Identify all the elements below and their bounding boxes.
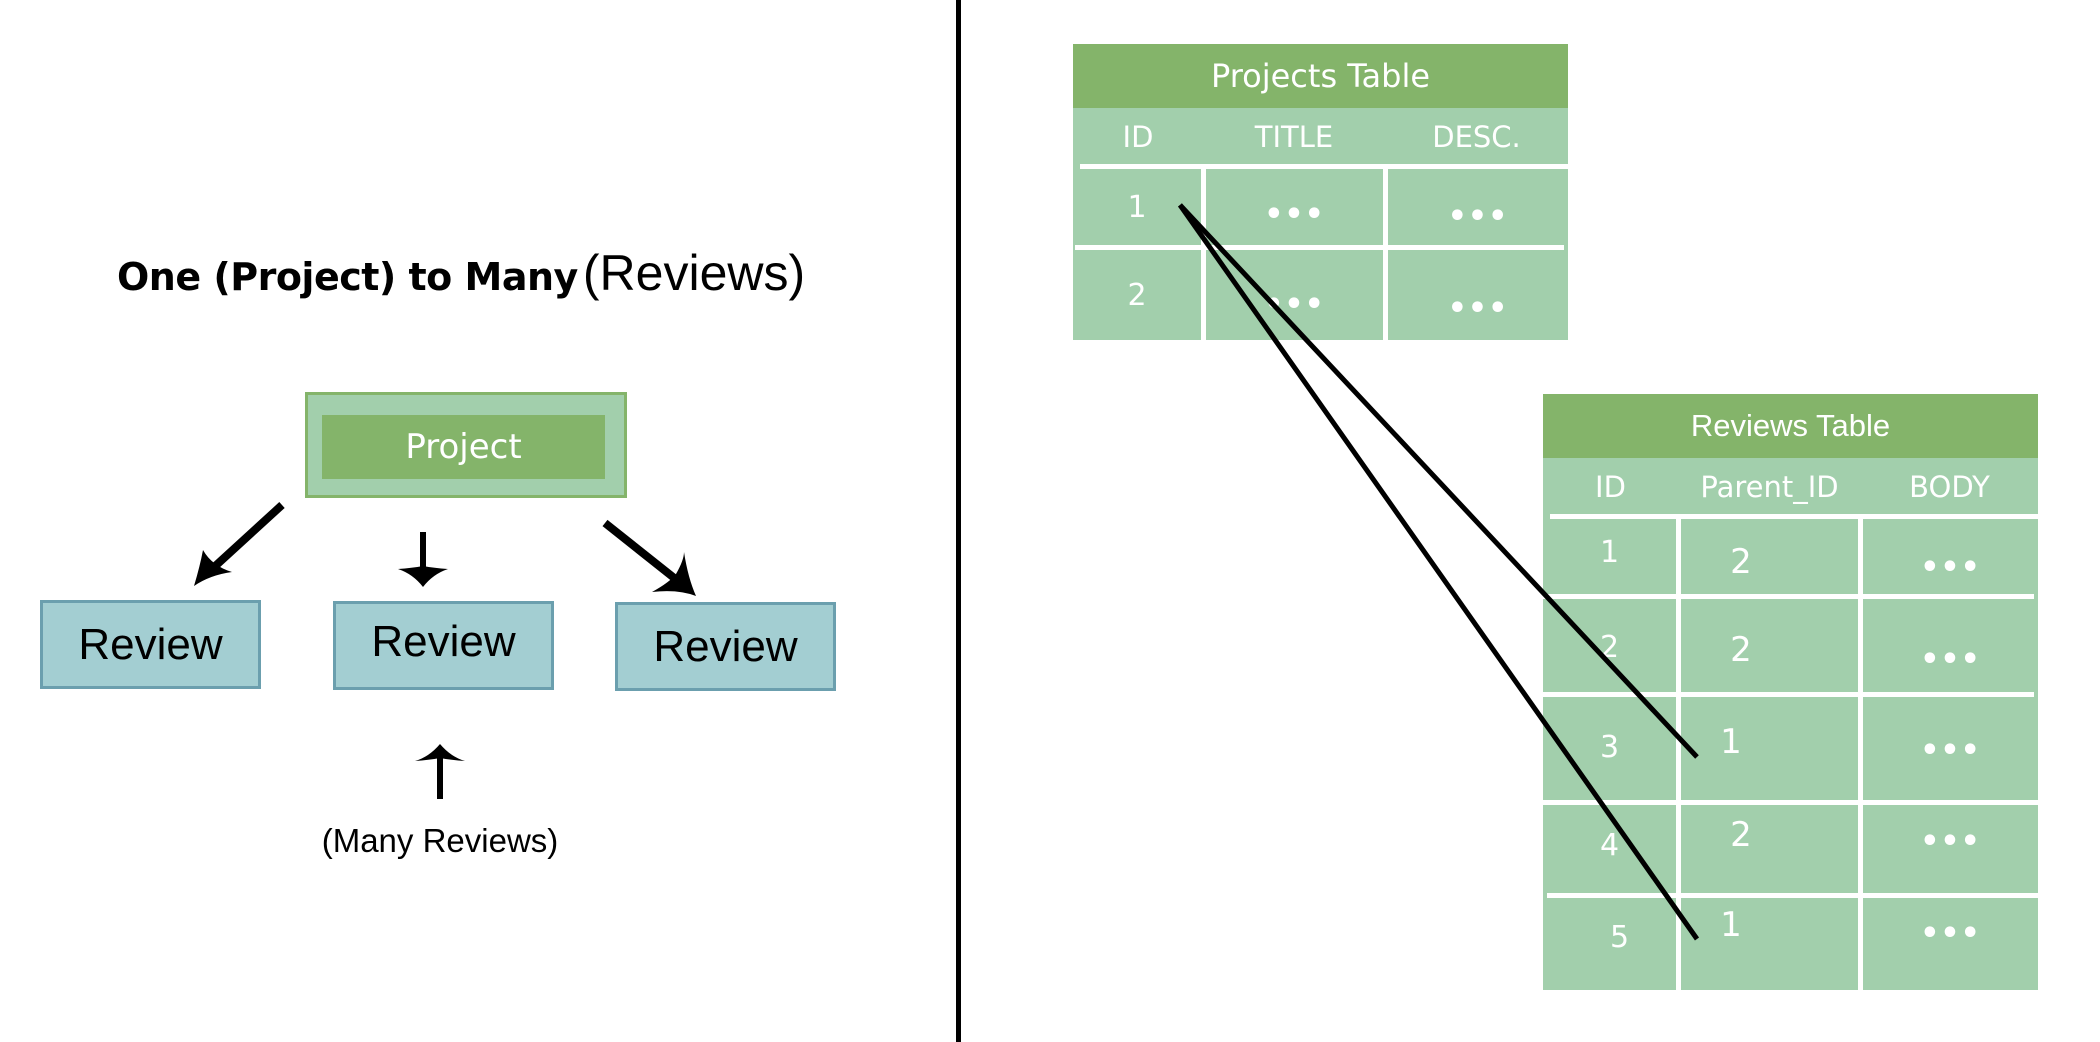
reviews-row-3-parent-id: 1 [1720,722,1742,762]
projects-row-2-desc: ••• [1447,290,1509,326]
panel-divider [956,0,961,1042]
arrow-to-review-1-icon [194,502,285,586]
grid-line [1543,594,2034,599]
arrow-to-review-2-icon [398,532,448,587]
many-reviews-label: (Many Reviews) [321,822,559,859]
projects-row-2-id: 2 [1127,277,1147,313]
projects-table: Projects Table ID TITLE DESC. 1 ••• ••• … [1073,44,1568,340]
project-node: Project [322,415,605,479]
projects-table-title: Projects Table [1073,44,1568,108]
reviews-row-1-body: ••• [1920,549,1981,585]
grid-line [1858,519,1863,990]
title-bold-part: One (Project) to Many [117,255,578,299]
project-node-label: Project [405,427,522,467]
reviews-row-5-body: ••• [1920,915,1981,951]
reviews-row-5-parent-id: 1 [1720,905,1742,945]
review-node-label: Review [371,616,516,666]
reviews-col-id: ID [1595,470,1626,504]
projects-col-id: ID [1122,120,1154,154]
reviews-table-title: Reviews Table [1543,394,2038,458]
grid-line [1080,164,1568,169]
reviews-row-5-id: 5 [1609,919,1630,955]
review-node-label: Review [653,621,798,671]
reviews-row-2-parent-id: 2 [1730,630,1752,670]
projects-col-title: TITLE [1254,120,1334,154]
projects-row-1-id: 1 [1127,189,1147,225]
projects-row-1-desc: ••• [1447,198,1509,234]
grid-line [1543,800,2038,805]
reviews-row-4-id: 4 [1599,827,1620,863]
reviews-row-2-id: 2 [1599,629,1620,665]
reviews-row-1-id: 1 [1599,534,1620,570]
reviews-row-2-body: ••• [1920,641,1981,677]
reviews-table: Reviews Table ID Parent_ID BODY 1 2 ••• … [1543,394,2038,990]
reviews-row-3-body: ••• [1920,732,1981,768]
review-node-3: Review [615,602,836,691]
diagram-title: One (Project) to Many (Reviews) [117,244,837,302]
reviews-col-body: BODY [1909,470,1990,504]
reviews-col-parent-id: Parent_ID [1700,470,1839,504]
review-node-label: Review [78,619,223,669]
arrow-up-icon [415,744,465,799]
reviews-row-1-parent-id: 2 [1730,542,1752,582]
grid-line [1550,514,2038,519]
grid-line [1543,692,2034,697]
projects-row-2-title: ••• [1264,286,1325,322]
projects-row-1-title: ••• [1264,196,1325,232]
reviews-row-4-body: ••• [1920,823,1981,859]
title-normal-part: (Reviews) [582,245,806,301]
review-node-1: Review [40,600,261,689]
reviews-row-4-parent-id: 2 [1730,815,1752,855]
review-node-2: Review [333,601,554,690]
grid-line [1547,893,2038,898]
arrow-to-review-3-icon [602,519,696,596]
projects-col-desc: DESC. [1432,120,1521,154]
reviews-row-3-id: 3 [1599,729,1620,765]
